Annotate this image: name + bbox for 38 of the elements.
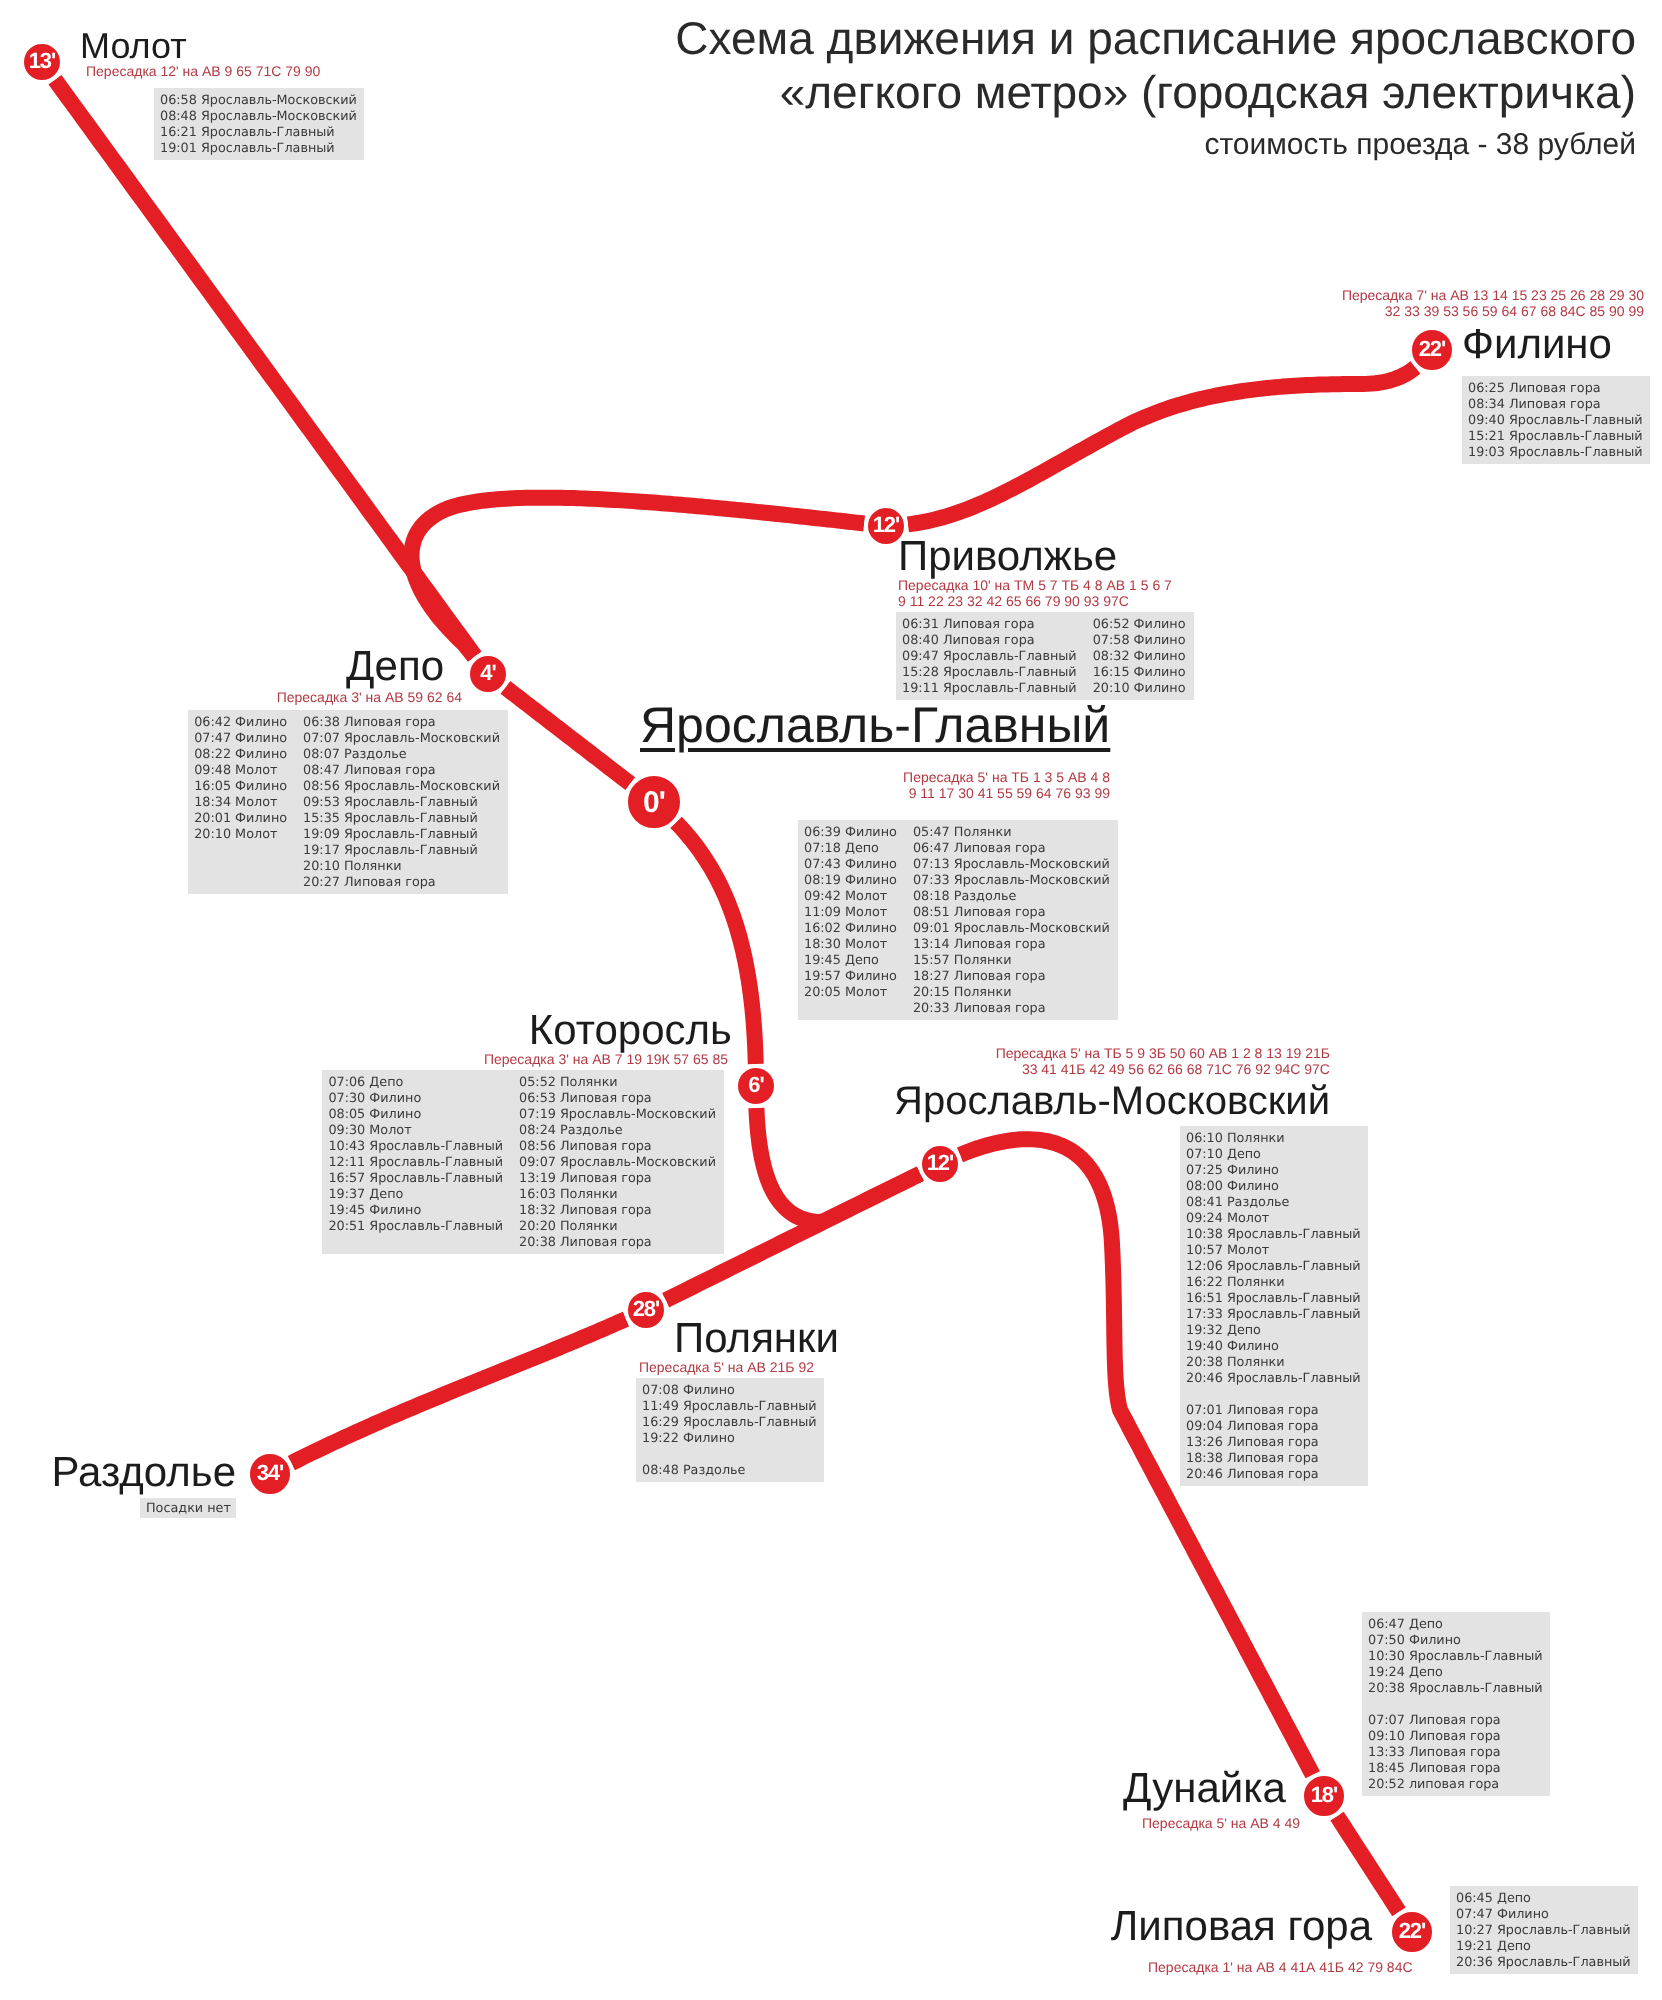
- station-name: Липовая гора: [1110, 1906, 1372, 1950]
- station-marker: 6': [734, 1064, 778, 1108]
- rail-line: [903, 361, 1421, 533]
- station-marker: 13': [20, 40, 64, 84]
- rail-line: [955, 1131, 1321, 1783]
- rail-line: [1330, 1811, 1406, 1919]
- station-name: Филино: [1462, 324, 1612, 368]
- station-marker: 28': [624, 1288, 668, 1332]
- station-name: Ярославль-Московский: [894, 1080, 1330, 1124]
- timetable-panel: [798, 820, 1118, 1020]
- station-marker: 4': [466, 652, 510, 696]
- rail-line: [500, 681, 637, 791]
- fare-note: стоимость проезда - 38 рублей: [1204, 128, 1636, 164]
- timetable-panel: [1462, 376, 1651, 464]
- timetable-panel: [188, 710, 508, 894]
- timetable-panel: [1180, 1126, 1369, 1486]
- station-name: Полянки: [674, 1318, 839, 1362]
- station-name: Депо: [346, 646, 444, 690]
- rail-line: [286, 1311, 634, 1471]
- station-name: Дунайка: [1122, 1768, 1286, 1812]
- station-marker: 34': [246, 1450, 294, 1498]
- station-name: Ярославль-Главный: [640, 704, 1111, 748]
- timetable-panel: [1450, 1886, 1639, 1974]
- station-name: Молот: [80, 24, 187, 66]
- timetable-panel: [1362, 1612, 1551, 1796]
- timetable-panel: [322, 1070, 724, 1254]
- timetable-panel: [636, 1378, 825, 1482]
- station-name: Раздолье: [51, 1452, 236, 1496]
- rail-line: [403, 489, 869, 662]
- timetable-panel: [154, 88, 365, 160]
- station-marker: 12': [918, 1142, 962, 1186]
- station-marker: 0': [624, 772, 684, 832]
- station-marker: 22': [1408, 326, 1456, 374]
- timetable-panel: [896, 612, 1194, 700]
- station-marker: 18': [1300, 1772, 1348, 1820]
- station-name: Которосль: [528, 1010, 732, 1054]
- station-marker: 22': [1388, 1908, 1436, 1956]
- map-title: Схема движения и расписание ярославского «легкого метро» (городская электричка): [673, 12, 1636, 120]
